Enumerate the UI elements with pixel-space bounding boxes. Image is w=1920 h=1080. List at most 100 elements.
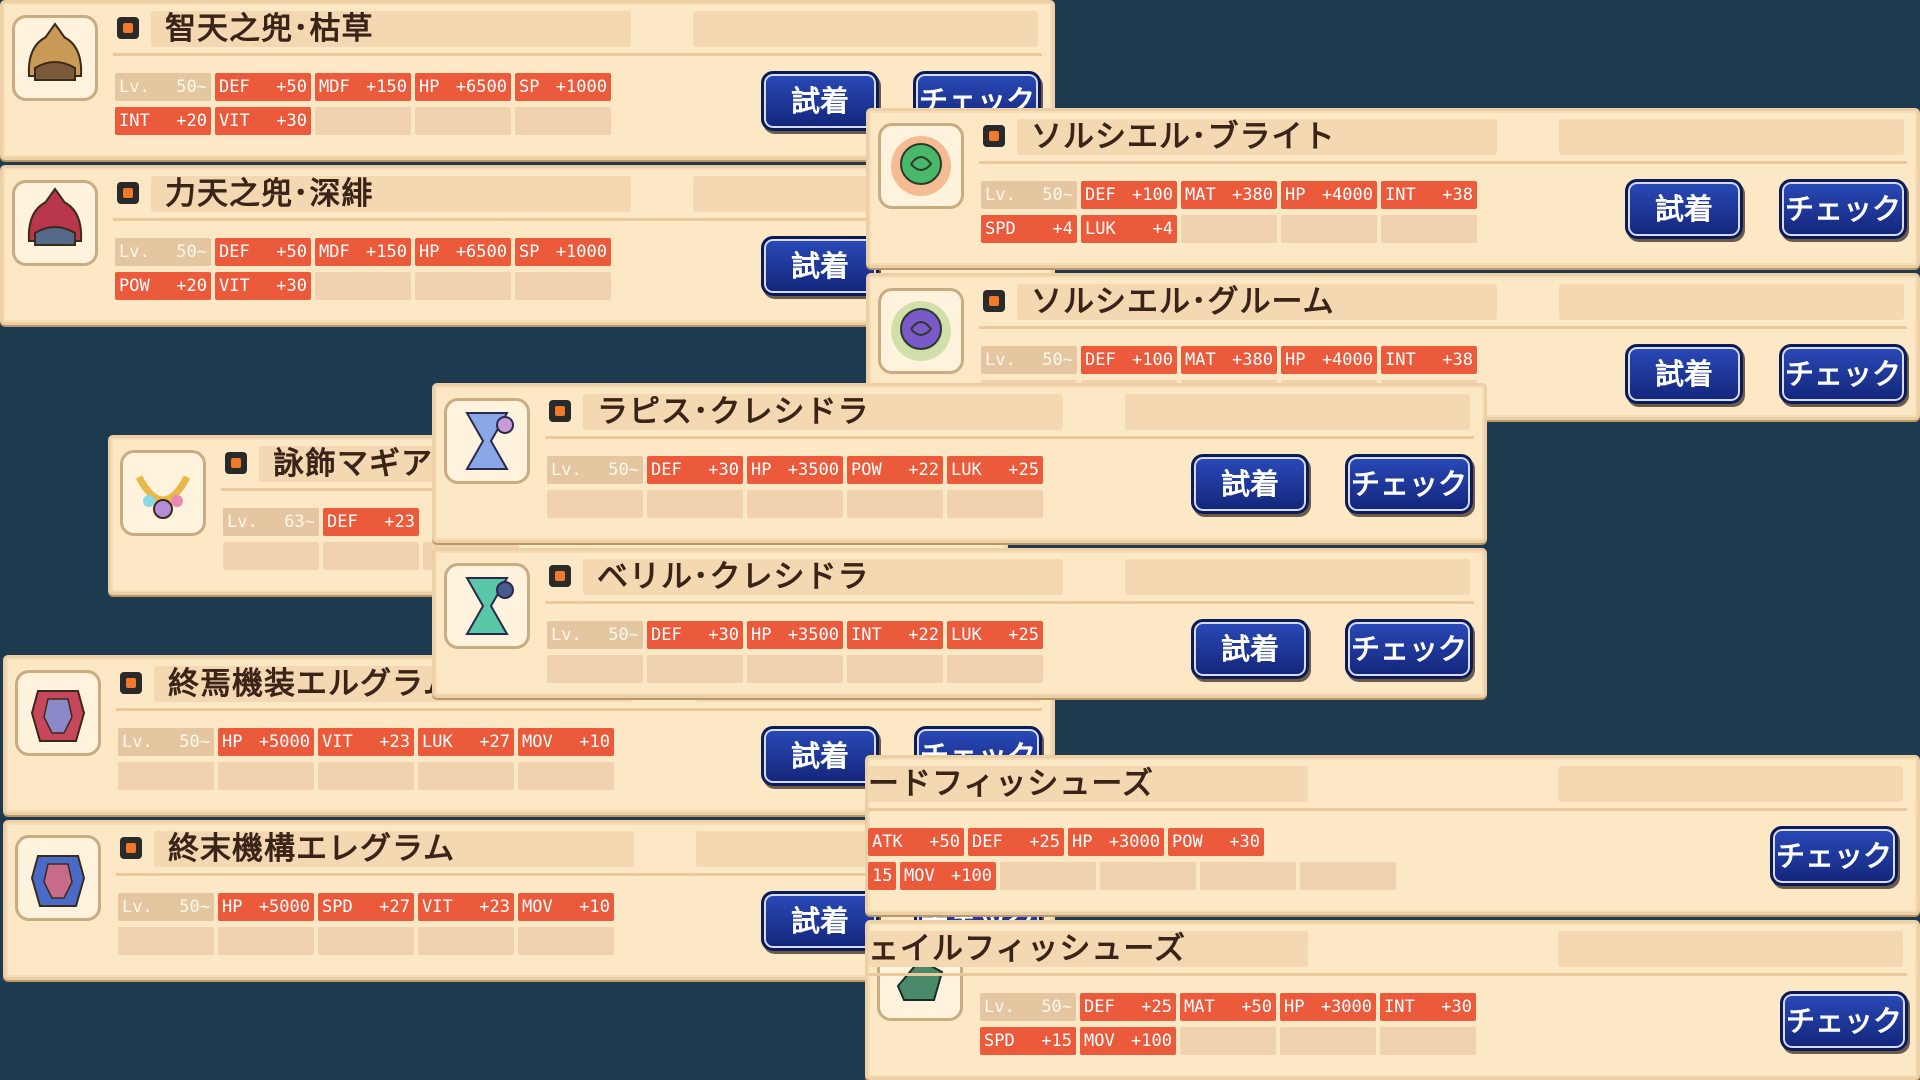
stat-badge: MDF+150 <box>315 238 411 266</box>
stat-badge: MOV+10 <box>518 728 614 756</box>
stat-value: +3500 <box>787 460 839 480</box>
stat-value: +3000 <box>1320 997 1372 1017</box>
try-on-button[interactable]: 試着 <box>1191 619 1309 679</box>
stat-slot-empty <box>418 762 514 790</box>
stat-value: +6500 <box>455 77 507 97</box>
stat-label: HP <box>1285 350 1306 370</box>
name-bar <box>1017 119 1497 155</box>
stat-value: +22 <box>908 625 939 645</box>
stat-badge: HP+3500 <box>747 456 843 484</box>
stat-slot-empty <box>1280 1027 1376 1055</box>
stat-label: INT <box>851 625 882 645</box>
stat-badge: Lv.50~ <box>547 621 643 649</box>
stat-value: +4 <box>1052 219 1073 239</box>
stat-slot-empty <box>847 655 943 683</box>
item-bullet-icon <box>983 125 1005 147</box>
check-button[interactable]: チェック <box>1770 826 1898 886</box>
blank-bar <box>1125 394 1470 430</box>
item-name: 力天之兜･深緋 <box>165 176 374 212</box>
divider <box>113 218 1042 221</box>
stat-badge: INT+20 <box>115 107 211 135</box>
name-bar <box>583 559 1063 595</box>
stat-label: POW <box>1172 832 1203 852</box>
stat-row <box>547 490 1043 518</box>
stat-label: Lv. <box>122 732 153 752</box>
check-button[interactable]: チェック <box>1780 991 1908 1051</box>
item-bullet-icon <box>549 565 571 587</box>
stat-label: MOV <box>522 897 553 917</box>
stat-label: DEF <box>1084 997 1115 1017</box>
stat-badge: SPD+27 <box>318 893 414 921</box>
item-bullet-icon <box>983 290 1005 312</box>
stat-badge: ATK+50 <box>868 828 964 856</box>
try-on-button[interactable]: 試着 <box>761 71 879 131</box>
stat-badge: LUK+4 <box>1081 215 1177 243</box>
stat-badge: DEF+100 <box>1081 346 1177 374</box>
divider <box>979 161 1907 164</box>
armor-icon <box>15 670 101 756</box>
stat-value: 50~ <box>176 242 207 262</box>
try-on-button[interactable]: 試着 <box>761 891 879 951</box>
check-button[interactable]: チェック <box>1779 179 1907 239</box>
try-on-button[interactable]: 試着 <box>761 726 879 786</box>
stat-badge: HP+6500 <box>415 238 511 266</box>
name-bar <box>151 11 631 47</box>
stat-label: VIT <box>219 111 250 131</box>
stat-label: HP <box>1072 832 1093 852</box>
check-button[interactable]: チェック <box>1779 344 1907 404</box>
stat-slot-empty <box>318 927 414 955</box>
stat-badge: POW+22 <box>847 456 943 484</box>
stat-slot-empty <box>218 927 314 955</box>
divider <box>113 53 1042 56</box>
stat-badge: SP+1000 <box>515 238 611 266</box>
stat-slot-empty <box>323 542 419 570</box>
stat-badge: DEF+50 <box>215 238 311 266</box>
stat-value: 50~ <box>179 897 210 917</box>
item-name: ソルシエル･グルーム <box>1031 284 1335 320</box>
blank-bar <box>1125 559 1470 595</box>
stat-slot-empty <box>1380 1027 1476 1055</box>
divider <box>116 708 1042 711</box>
stat-label: MAT <box>1184 997 1215 1017</box>
stat-slot-empty <box>747 490 843 518</box>
stat-label: DEF <box>1085 350 1116 370</box>
item-bullet-icon <box>117 182 139 204</box>
stat-label: INT <box>119 111 150 131</box>
stat-badge: Lv.50~ <box>118 728 214 756</box>
try-on-button[interactable]: 試着 <box>761 236 879 296</box>
stat-value: 50~ <box>608 460 639 480</box>
stat-value: +100 <box>1131 1031 1172 1051</box>
try-on-button[interactable]: 試着 <box>1625 344 1743 404</box>
name-bar <box>868 931 1308 967</box>
stat-label: LUK <box>951 625 982 645</box>
check-button[interactable]: チェック <box>1345 454 1473 514</box>
item-name: 終焉機装エルグラム <box>168 666 456 702</box>
stat-slot-empty <box>415 107 511 135</box>
stat-badge: DEF +25 <box>1080 993 1176 1021</box>
stat-badge: HP+4000 <box>1281 346 1377 374</box>
stat-slot-empty <box>1100 862 1196 890</box>
stat-value: +23 <box>384 512 415 532</box>
stat-slot-empty <box>1381 215 1477 243</box>
check-button[interactable]: チェック <box>1345 619 1473 679</box>
stat-slot-empty <box>1000 862 1096 890</box>
item-name: ソルシエル･ブライト <box>1031 119 1336 155</box>
stat-row: Lv.63~DEF+23 <box>223 508 419 536</box>
stat-label: VIT <box>219 276 250 296</box>
try-on-button[interactable]: 試着 <box>1625 179 1743 239</box>
item-name: ェイルフィッシューズ <box>868 931 1186 967</box>
stat-value: +27 <box>479 732 510 752</box>
try-on-button[interactable]: 試着 <box>1191 454 1309 514</box>
stat-slot-empty <box>747 655 843 683</box>
stat-value: 63~ <box>284 512 315 532</box>
stat-value: +30 <box>1229 832 1260 852</box>
stat-value: +25 <box>1141 997 1172 1017</box>
stat-label: Lv. <box>551 460 582 480</box>
stat-badge: HP+3000 <box>1068 828 1164 856</box>
